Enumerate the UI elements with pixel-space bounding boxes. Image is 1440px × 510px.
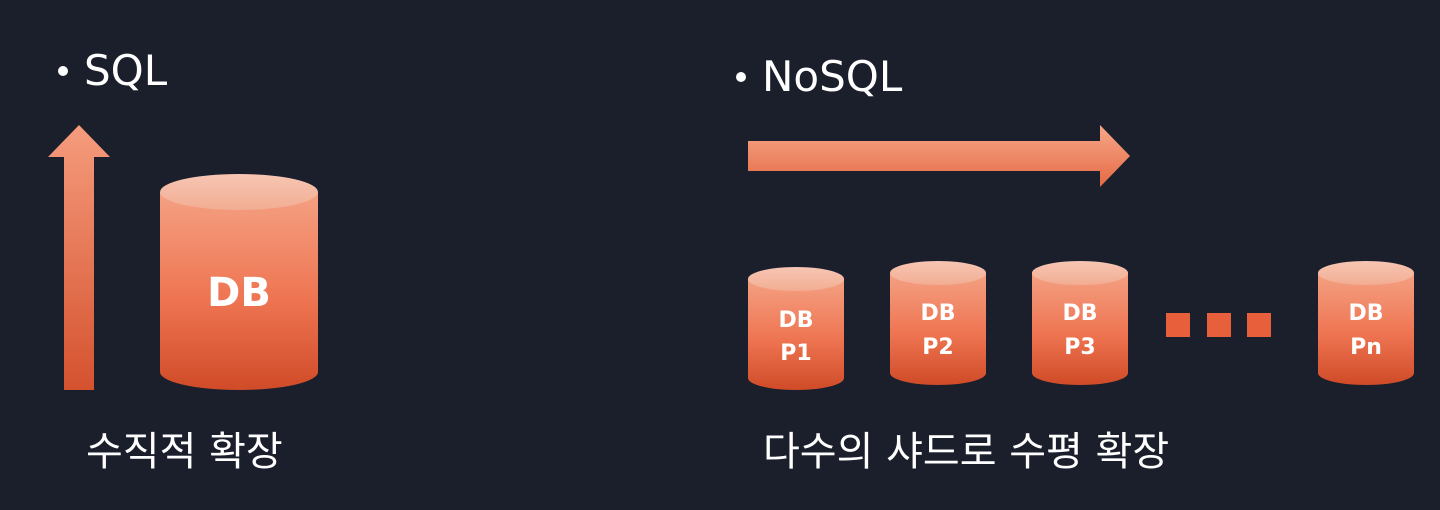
- shard-label-line1: DB: [920, 301, 955, 326]
- shard-label-line2: P3: [1064, 335, 1095, 360]
- shard-label-line2: P1: [780, 341, 811, 366]
- nosql-title: NoSQL: [736, 56, 902, 98]
- shard-label-line2: Pn: [1350, 335, 1382, 360]
- sql-db-label: DB: [207, 270, 271, 316]
- bullet-icon: [736, 72, 746, 82]
- ellipsis-icon: [1166, 313, 1271, 337]
- shard-cylinder-pn: [1318, 261, 1414, 385]
- sql-title-text: SQL: [84, 46, 168, 95]
- bullet-icon: [58, 66, 68, 76]
- vertical-scale-arrow-icon: [48, 125, 110, 390]
- shard-cylinder-p3: [1032, 261, 1128, 385]
- shard-label-line1: DB: [1348, 301, 1383, 326]
- shard-label-line1: DB: [778, 308, 813, 333]
- sql-db-cylinder: [160, 174, 318, 390]
- shard-cylinder-p1: [748, 267, 844, 390]
- horizontal-scale-arrow-icon: [748, 125, 1130, 187]
- sql-caption: 수직적 확장: [86, 429, 283, 475]
- shard-cylinder-p2: [890, 261, 986, 385]
- nosql-title-text: NoSQL: [762, 52, 903, 101]
- sql-title: SQL: [58, 50, 167, 92]
- shard-label-line2: P2: [922, 335, 953, 360]
- nosql-caption: 다수의 샤드로 수평 확장: [763, 429, 1170, 475]
- shard-label-line1: DB: [1062, 301, 1097, 326]
